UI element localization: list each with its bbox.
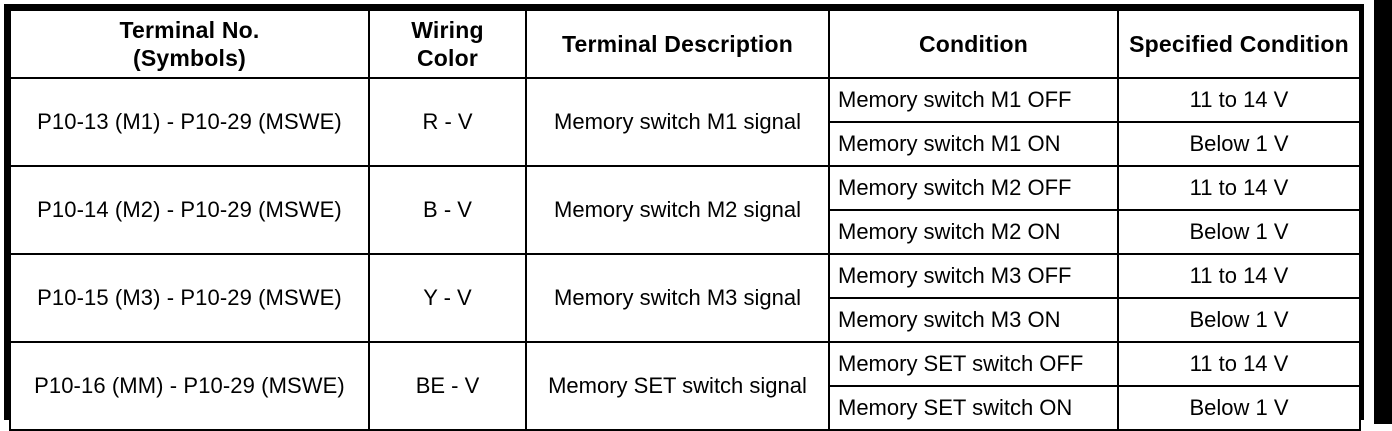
header-wiring-color-label: Wiring Color [411,16,484,71]
terminal-inspection-table: Terminal No. (Symbols) Wiring Color Term… [9,9,1361,431]
cell-specified-condition: 11 to 14 V [1117,253,1361,299]
page-edge-artifact [1374,0,1392,424]
header-terminal-no-line1: Terminal No. [119,16,260,43]
cell-terminal-description: Memory SET switch signal [525,341,830,431]
cell-specified-condition: Below 1 V [1117,209,1361,255]
header-specified-condition-label: Specified Condition [1129,30,1349,57]
cell-condition: Memory SET switch OFF [828,341,1119,387]
header-terminal-no-line2: (Symbols) [133,45,246,71]
cell-condition: Memory switch M2 ON [828,209,1119,255]
spec-table-container: Terminal No. (Symbols) Wiring Color Term… [4,4,1364,431]
header-row: Terminal No. (Symbols) Wiring Color Term… [9,9,1361,79]
table-row: Memory switch M2 ON Below 1 V [10,209,1361,255]
header-specified-condition: Specified Condition [1117,9,1361,79]
table-row: Memory switch M3 ON Below 1 V [10,297,1361,343]
table-body: P10-13 (M1) - P10-29 (MSWE) R - V Memory… [9,77,1361,431]
cell-specified-condition: 11 to 14 V [1117,165,1361,211]
cell-wiring-color: BE - V [368,341,527,431]
table-row: P10-13 (M1) - P10-29 (MSWE) R - V Memory… [9,77,1361,167]
table-row: P10-14 (M2) - P10-29 (MSWE) B - V Memory… [9,165,1361,255]
cell-wiring-color: R - V [368,77,527,167]
cell-condition: Memory switch M3 ON [828,297,1119,343]
cell-terminal-no: P10-14 (M2) - P10-29 (MSWE) [9,165,370,255]
table-row: Memory SET switch ON Below 1 V [10,385,1361,431]
table-header: Terminal No. (Symbols) Wiring Color Term… [9,9,1361,79]
cell-specified-condition: Below 1 V [1117,297,1361,343]
cell-condition: Memory switch M1 OFF [828,77,1119,123]
table-row: P10-16 (MM) - P10-29 (MSWE) BE - V Memor… [9,341,1361,431]
cell-condition: Memory switch M1 ON [828,121,1119,167]
table-row: Memory switch M1 ON Below 1 V [10,121,1361,167]
cell-terminal-no: P10-16 (MM) - P10-29 (MSWE) [9,341,370,431]
header-condition-label: Condition [918,30,1029,57]
table-row: P10-15 (M3) - P10-29 (MSWE) Y - V Memory… [9,253,1361,343]
cell-specified-condition: 11 to 14 V [1117,341,1361,387]
cell-terminal-description: Memory switch M3 signal [525,253,830,343]
cell-condition: Memory switch M2 OFF [828,165,1119,211]
header-terminal-description: Terminal Description [525,9,830,79]
cell-wiring-color: Y - V [368,253,527,343]
cell-terminal-description: Memory switch M1 signal [525,77,830,167]
header-wiring-color: Wiring Color [368,9,527,79]
cell-specified-condition: Below 1 V [1117,385,1361,431]
cell-terminal-no: P10-13 (M1) - P10-29 (MSWE) [9,77,370,167]
header-terminal-no: Terminal No. (Symbols) [9,9,370,79]
cell-specified-condition: Below 1 V [1117,121,1361,167]
cell-condition: Memory SET switch ON [828,385,1119,431]
cell-specified-condition: 11 to 14 V [1117,77,1361,123]
header-terminal-description-label: Terminal Description [561,30,794,57]
cell-terminal-description: Memory switch M2 signal [525,165,830,255]
cell-condition: Memory switch M3 OFF [828,253,1119,299]
cell-wiring-color: B - V [368,165,527,255]
header-condition: Condition [828,9,1119,79]
cell-terminal-no: P10-15 (M3) - P10-29 (MSWE) [9,253,370,343]
